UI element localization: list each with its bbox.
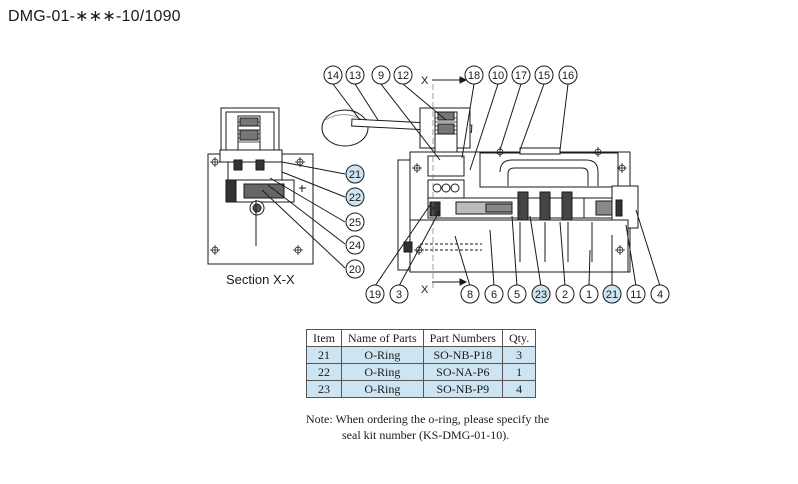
svg-text:6: 6: [491, 289, 497, 301]
callout-12: 12: [393, 65, 413, 85]
cell-qty: 4: [501, 380, 537, 398]
callout-23: 23: [531, 284, 551, 304]
table-row: 21 O-Ring SO-NB-P18 3: [306, 346, 537, 364]
svg-text:21: 21: [606, 289, 618, 301]
svg-text:10: 10: [492, 70, 504, 82]
cell-item: 23: [306, 380, 342, 398]
callout-16: 16: [558, 65, 578, 85]
svg-text:15: 15: [538, 70, 550, 82]
note: Note: When ordering the o-ring, please s…: [306, 411, 549, 443]
callout-6: 6: [484, 284, 504, 304]
callout-24: 24: [345, 235, 365, 255]
svg-text:1: 1: [586, 289, 592, 301]
header-qty: Qty.: [501, 329, 537, 347]
callout-18: 18: [464, 65, 484, 85]
svg-text:8: 8: [467, 289, 473, 301]
callout-19: 19: [365, 284, 385, 304]
section-label: Section X-X: [226, 272, 295, 287]
svg-text:13: 13: [349, 70, 361, 82]
callout-13: 13: [345, 65, 365, 85]
header-part-numbers: Part Numbers: [422, 329, 503, 347]
svg-text:4: 4: [657, 289, 663, 301]
svg-text:11: 11: [630, 289, 641, 301]
header-item: Item: [306, 329, 342, 347]
svg-text:23: 23: [535, 289, 547, 301]
svg-text:17: 17: [515, 70, 527, 82]
section-view: [207, 107, 346, 269]
svg-text:21: 21: [349, 169, 361, 181]
callout-20: 20: [345, 259, 365, 279]
header-name-of-parts: Name of Parts: [341, 329, 424, 347]
svg-text:5: 5: [514, 289, 520, 301]
svg-text:19: 19: [369, 289, 381, 301]
cell-part-number: SO-NB-P9: [422, 380, 503, 398]
callout-10: 10: [488, 65, 508, 85]
section-marker-top: X: [421, 75, 429, 87]
callout-2: 2: [555, 284, 575, 304]
callout-3: 3: [389, 284, 409, 304]
table-header-row: Item Name of Parts Part Numbers Qty.: [306, 329, 537, 347]
cell-item: 22: [306, 363, 342, 381]
callout-21: 21: [602, 284, 622, 304]
svg-text:24: 24: [349, 240, 361, 252]
svg-text:20: 20: [349, 264, 361, 276]
cell-name: O-Ring: [341, 363, 424, 381]
cell-part-number: SO-NA-P6: [422, 363, 503, 381]
callout-14: 14: [323, 65, 343, 85]
table-row: 22 O-Ring SO-NA-P6 1: [306, 363, 537, 381]
svg-text:3: 3: [396, 289, 402, 301]
svg-text:18: 18: [468, 70, 480, 82]
callout-8: 8: [460, 284, 480, 304]
svg-text:9: 9: [378, 70, 384, 82]
callout-4: 4: [650, 284, 670, 304]
svg-text:14: 14: [327, 70, 339, 82]
cell-qty: 3: [501, 346, 537, 364]
svg-text:2: 2: [562, 289, 568, 301]
cell-part-number: SO-NB-P18: [422, 346, 503, 364]
note-line-1: Note: When ordering the o-ring, please s…: [306, 412, 550, 426]
callout-1: 1: [579, 284, 599, 304]
callout-17: 17: [511, 65, 531, 85]
parts-table: Item Name of Parts Part Numbers Qty. 21 …: [306, 329, 537, 398]
note-line-2: seal kit number (KS-DMG-01-10).: [342, 428, 510, 442]
cell-name: O-Ring: [341, 380, 424, 398]
svg-text:16: 16: [562, 70, 574, 82]
callout-21: 21: [345, 164, 365, 184]
model-title: DMG-01-∗∗∗-10/1090: [8, 8, 181, 25]
cell-item: 21: [306, 346, 342, 364]
main-view: [321, 76, 661, 290]
callout-9: 9: [371, 65, 391, 85]
svg-text:22: 22: [349, 192, 361, 204]
table-row: 23 O-Ring SO-NB-P9 4: [306, 380, 537, 398]
callout-25: 25: [345, 212, 365, 232]
cell-name: O-Ring: [341, 346, 424, 364]
callout-5: 5: [507, 284, 527, 304]
callout-22: 22: [345, 187, 365, 207]
svg-text:12: 12: [397, 70, 409, 82]
section-marker-bottom: X: [421, 284, 429, 296]
svg-text:25: 25: [349, 217, 361, 229]
callout-11: 11: [626, 284, 646, 304]
cell-qty: 1: [501, 363, 537, 381]
callout-15: 15: [534, 65, 554, 85]
